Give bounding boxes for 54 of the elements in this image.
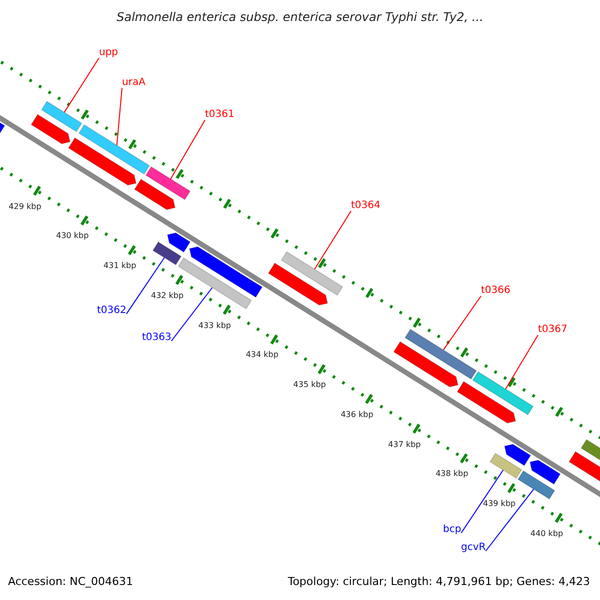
scale-label: 435 kbp <box>293 381 326 390</box>
scale-label: 431 kbp <box>104 262 136 270</box>
leader-line <box>116 88 122 146</box>
gene-feature <box>504 444 532 466</box>
gene-label: t0367 <box>538 325 568 335</box>
leader-line <box>505 334 538 390</box>
scale-label: 437 kbp <box>388 440 421 449</box>
gene-feature <box>30 114 71 144</box>
gene-feature <box>280 251 344 296</box>
gene-feature <box>456 380 516 424</box>
gene-feature <box>404 328 478 380</box>
gene-feature <box>517 470 556 500</box>
leader-line <box>442 296 482 350</box>
gene-label: t0363 <box>142 333 172 343</box>
gene-label: gcvR <box>461 543 486 553</box>
gene-label: t0366 <box>481 286 510 296</box>
gene-feature <box>166 232 191 253</box>
gene-feature <box>489 452 522 479</box>
leader-line <box>170 120 206 180</box>
gene-feature <box>152 241 182 266</box>
gene-label: t0362 <box>97 306 126 316</box>
scale-label: 436 kbp <box>340 410 374 419</box>
map-title: Salmonella enterica subsp. enterica serovar Typhi str. Ty2, ... <box>116 11 484 23</box>
scale-label: 429 kbp <box>8 202 42 211</box>
footer-text: Topology: circular; Length: 4,791,961 bp; Genes: 4,423 <box>288 576 590 587</box>
leader-line <box>126 257 165 314</box>
gene-feature <box>68 137 137 186</box>
gene-feature <box>78 124 150 175</box>
scale-label: 434 kbp <box>246 351 278 360</box>
gene-feature <box>145 166 191 200</box>
leader-line <box>314 210 352 270</box>
gene-feature <box>188 246 263 298</box>
gene-feature <box>134 178 176 210</box>
leader-line <box>460 470 504 534</box>
gene-feature <box>472 371 534 416</box>
leader-line <box>64 58 100 113</box>
gene-label: uraA <box>122 78 146 88</box>
gene-feature <box>268 262 328 306</box>
scale-label: 439 kbp <box>483 500 516 508</box>
gene-label: t0361 <box>205 110 234 120</box>
scale-label: 433 kbp <box>198 322 231 330</box>
gene-label: bcp <box>443 525 462 535</box>
scale-label: 440 kbp <box>530 530 564 538</box>
gene-label: upp <box>99 48 118 58</box>
leader-line <box>170 287 213 342</box>
gene-label: t0364 <box>351 201 380 211</box>
scale-label: 438 kbp <box>436 470 468 478</box>
gene-feature <box>40 100 82 132</box>
scale-label: 430 kbp <box>56 232 89 240</box>
gene-feature <box>529 460 561 485</box>
leader-line <box>485 488 534 552</box>
footer-text: Accession: NC_004631 <box>8 576 134 587</box>
gene-feature <box>393 341 459 388</box>
scale-label: 432 kbp <box>150 292 184 300</box>
